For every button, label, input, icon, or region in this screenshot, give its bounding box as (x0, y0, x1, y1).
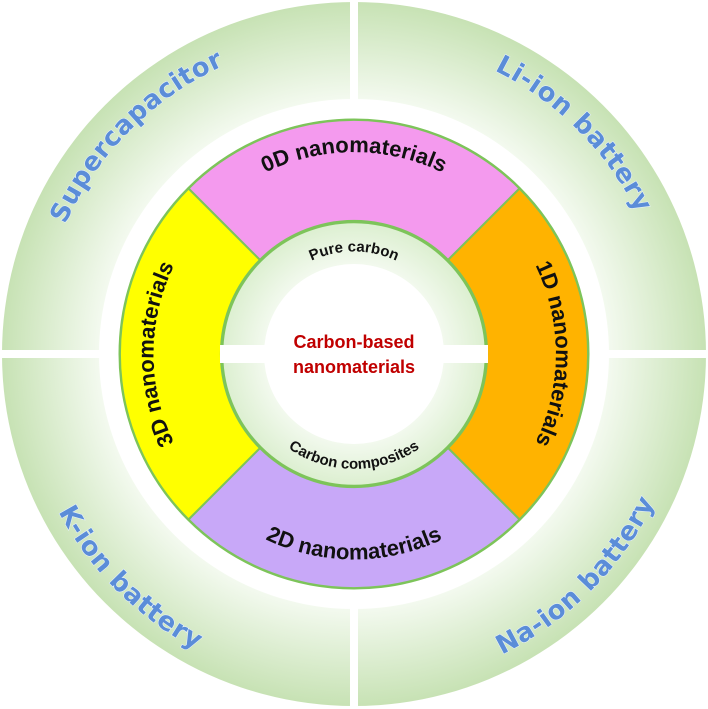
inner-ring (220, 220, 488, 488)
outer-divider-bottom (350, 606, 358, 709)
center-title-line1: Carbon-based (293, 332, 414, 352)
outer-divider-right (606, 350, 708, 358)
center-disc (264, 264, 444, 444)
outer-divider-left (0, 350, 102, 358)
middle-ring (118, 118, 590, 590)
center-title-line2: nanomaterials (293, 357, 415, 377)
outer-divider-top (350, 0, 358, 102)
